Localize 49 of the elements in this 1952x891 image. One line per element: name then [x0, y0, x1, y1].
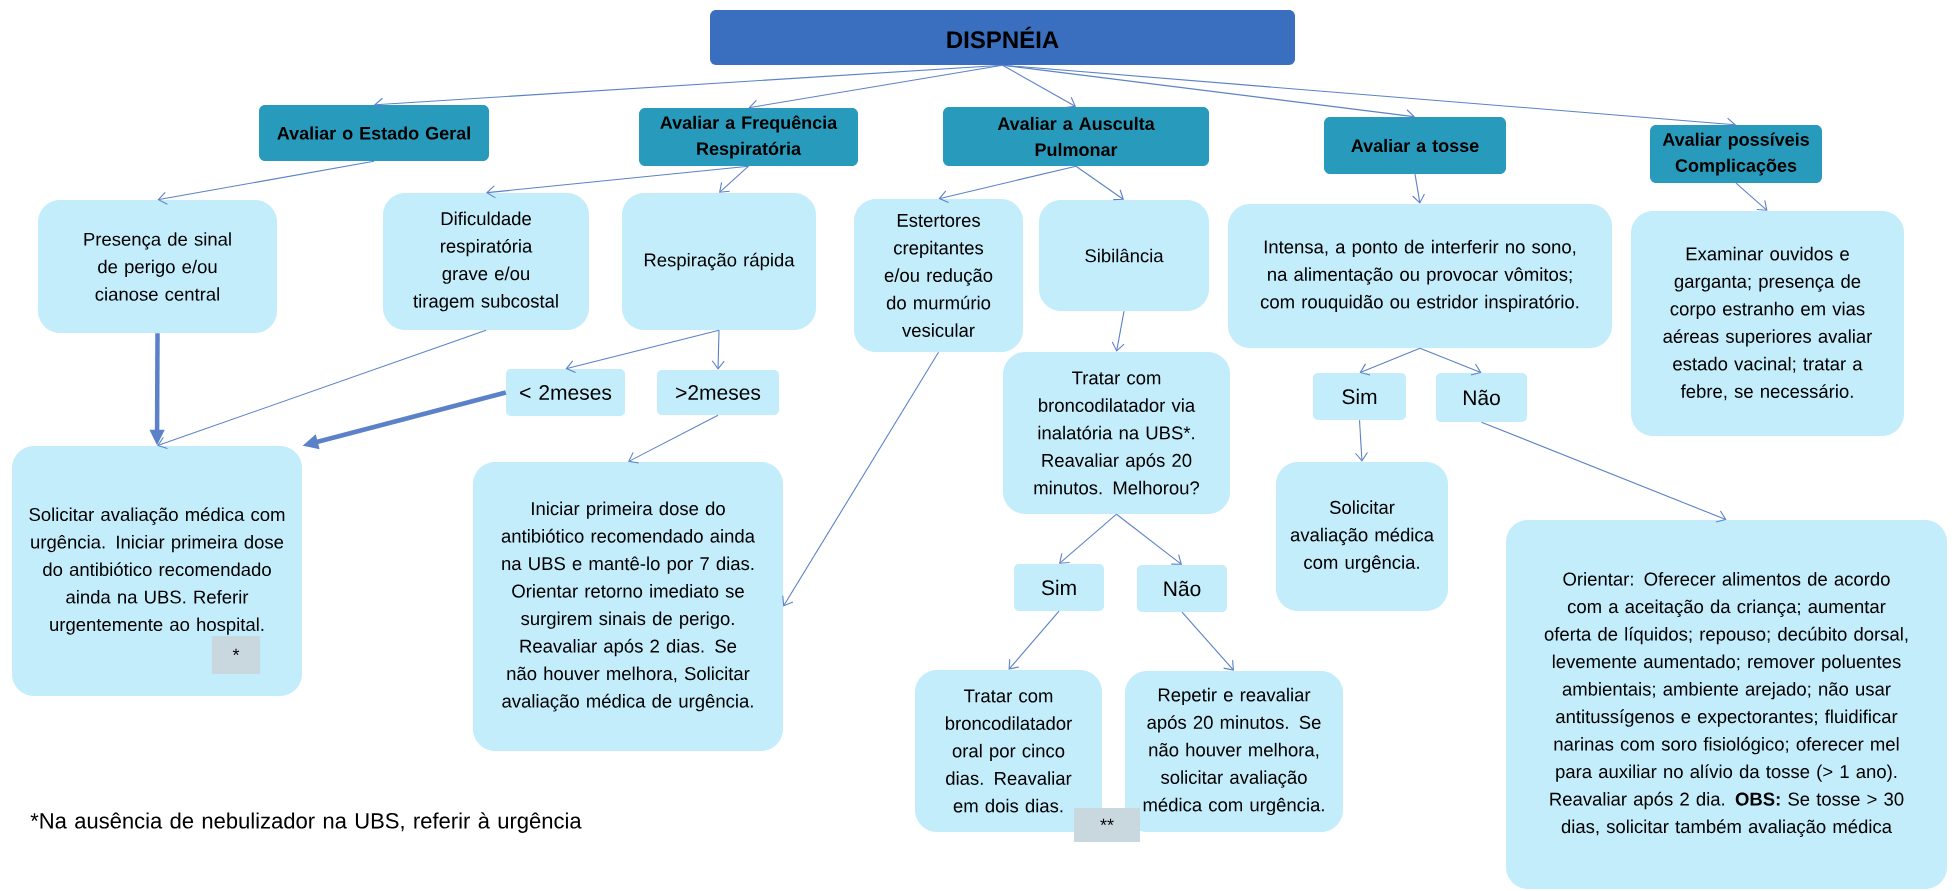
arrow — [711, 329, 725, 370]
arrow — [157, 329, 487, 450]
header-box: Avaliar a tosse — [1324, 117, 1506, 174]
process-box: Dificuldade respiratória grave e/ou tiragem subcostal — [383, 193, 589, 330]
arrow — [1412, 173, 1425, 204]
answer-box: >2meses — [657, 370, 779, 415]
process-box: Respiração rápida — [622, 193, 816, 330]
answer-box: < 2meses — [506, 369, 625, 416]
header-box: Avaliar possíveis Complicações — [1650, 125, 1822, 183]
header-box: Avaliar o Estado Geral — [259, 105, 489, 161]
process-box: Solicitar avaliação médica com urgência. — [1276, 462, 1448, 611]
arrow — [1059, 513, 1118, 564]
arrow — [1359, 347, 1421, 376]
process-box: Examinar ouvidos e garganta; presença de corpo estranho em vias aéreas superiores avaliar estado vacinal; tratar a febre, se necessário. — [1631, 211, 1904, 436]
arrow — [1008, 610, 1060, 670]
process-box: Estertores crepitantes e/ou redução do murmúrio vesicular — [854, 199, 1023, 352]
answer-box: Não — [1137, 565, 1227, 612]
arrow — [1115, 513, 1182, 565]
arrow — [486, 165, 750, 199]
process-box: Intensa, a ponto de interferir no sono, na alimentação ou provocar vômitos; com rouquidão ou estridor inspiratório. — [1228, 204, 1612, 348]
arrow — [1354, 419, 1368, 462]
process-box: Repetir e reavaliar após 20 minutos. Se não houver melhora, solicitar avaliação médica com urgência. — [1125, 671, 1343, 832]
arrow — [1075, 165, 1124, 201]
arrow — [157, 160, 375, 205]
arrow — [782, 351, 940, 607]
arrow — [628, 414, 719, 464]
arrow — [748, 64, 1004, 113]
answer-box: Sim — [1313, 373, 1406, 420]
footnote: *Na ausência de nebulizador na UBS, referir à urgência — [30, 812, 582, 833]
arrow — [565, 329, 720, 373]
header-box: Avaliar a Frequência Respiratória — [639, 108, 858, 166]
process-box: Orientar: Oferecer alimentos de acordo com a aceitação da criança; aumentar oferta de líquidos; repouso; decúbito dorsal, levemente aumentado; remover poluentes ambientais; ambiente arejado; não usar antitussígenos e expectorantes; fluidificar narinas com soro fisiológico; oferecer mel para auxiliar no alívio da tosse (> 1 ano). Reavaliar após 2 dia. OBS: Se tosse > 30 dias, solicitar também avaliação médica — [1506, 520, 1947, 889]
arrow — [1480, 421, 1727, 523]
process-box: Iniciar primeira dose do antibiótico recomendado ainda na UBS e mantê-lo por 7 dias. Orientar retorno imediato se surgirem sinais de perigo. Reavaliar após 2 dias. Se não houver melhora, Solicitar avaliação médica de urgência. — [473, 462, 783, 751]
arrow — [719, 165, 750, 193]
arrow — [1419, 347, 1482, 376]
arrow — [1001, 64, 1076, 109]
answer-box: Não — [1436, 373, 1527, 422]
process-box: Tratar com broncodilatador via inalatória na UBS*. Reavaliar após 20 minutos. Melhorou? — [1003, 352, 1230, 514]
arrow — [1111, 310, 1125, 352]
answer-box: Sim — [1014, 564, 1104, 611]
arrow — [1735, 182, 1768, 211]
title-box: DISPNÉIA — [710, 10, 1295, 65]
header-box: Avaliar a Ausculta Pulmonar — [943, 107, 1209, 166]
arrow — [1001, 64, 1736, 131]
arrow — [1181, 611, 1234, 671]
arrow — [938, 165, 1077, 204]
process-box: Sibilância — [1039, 200, 1209, 311]
process-box: Presença de sinal de perigo e/ou cianose central — [38, 200, 277, 333]
